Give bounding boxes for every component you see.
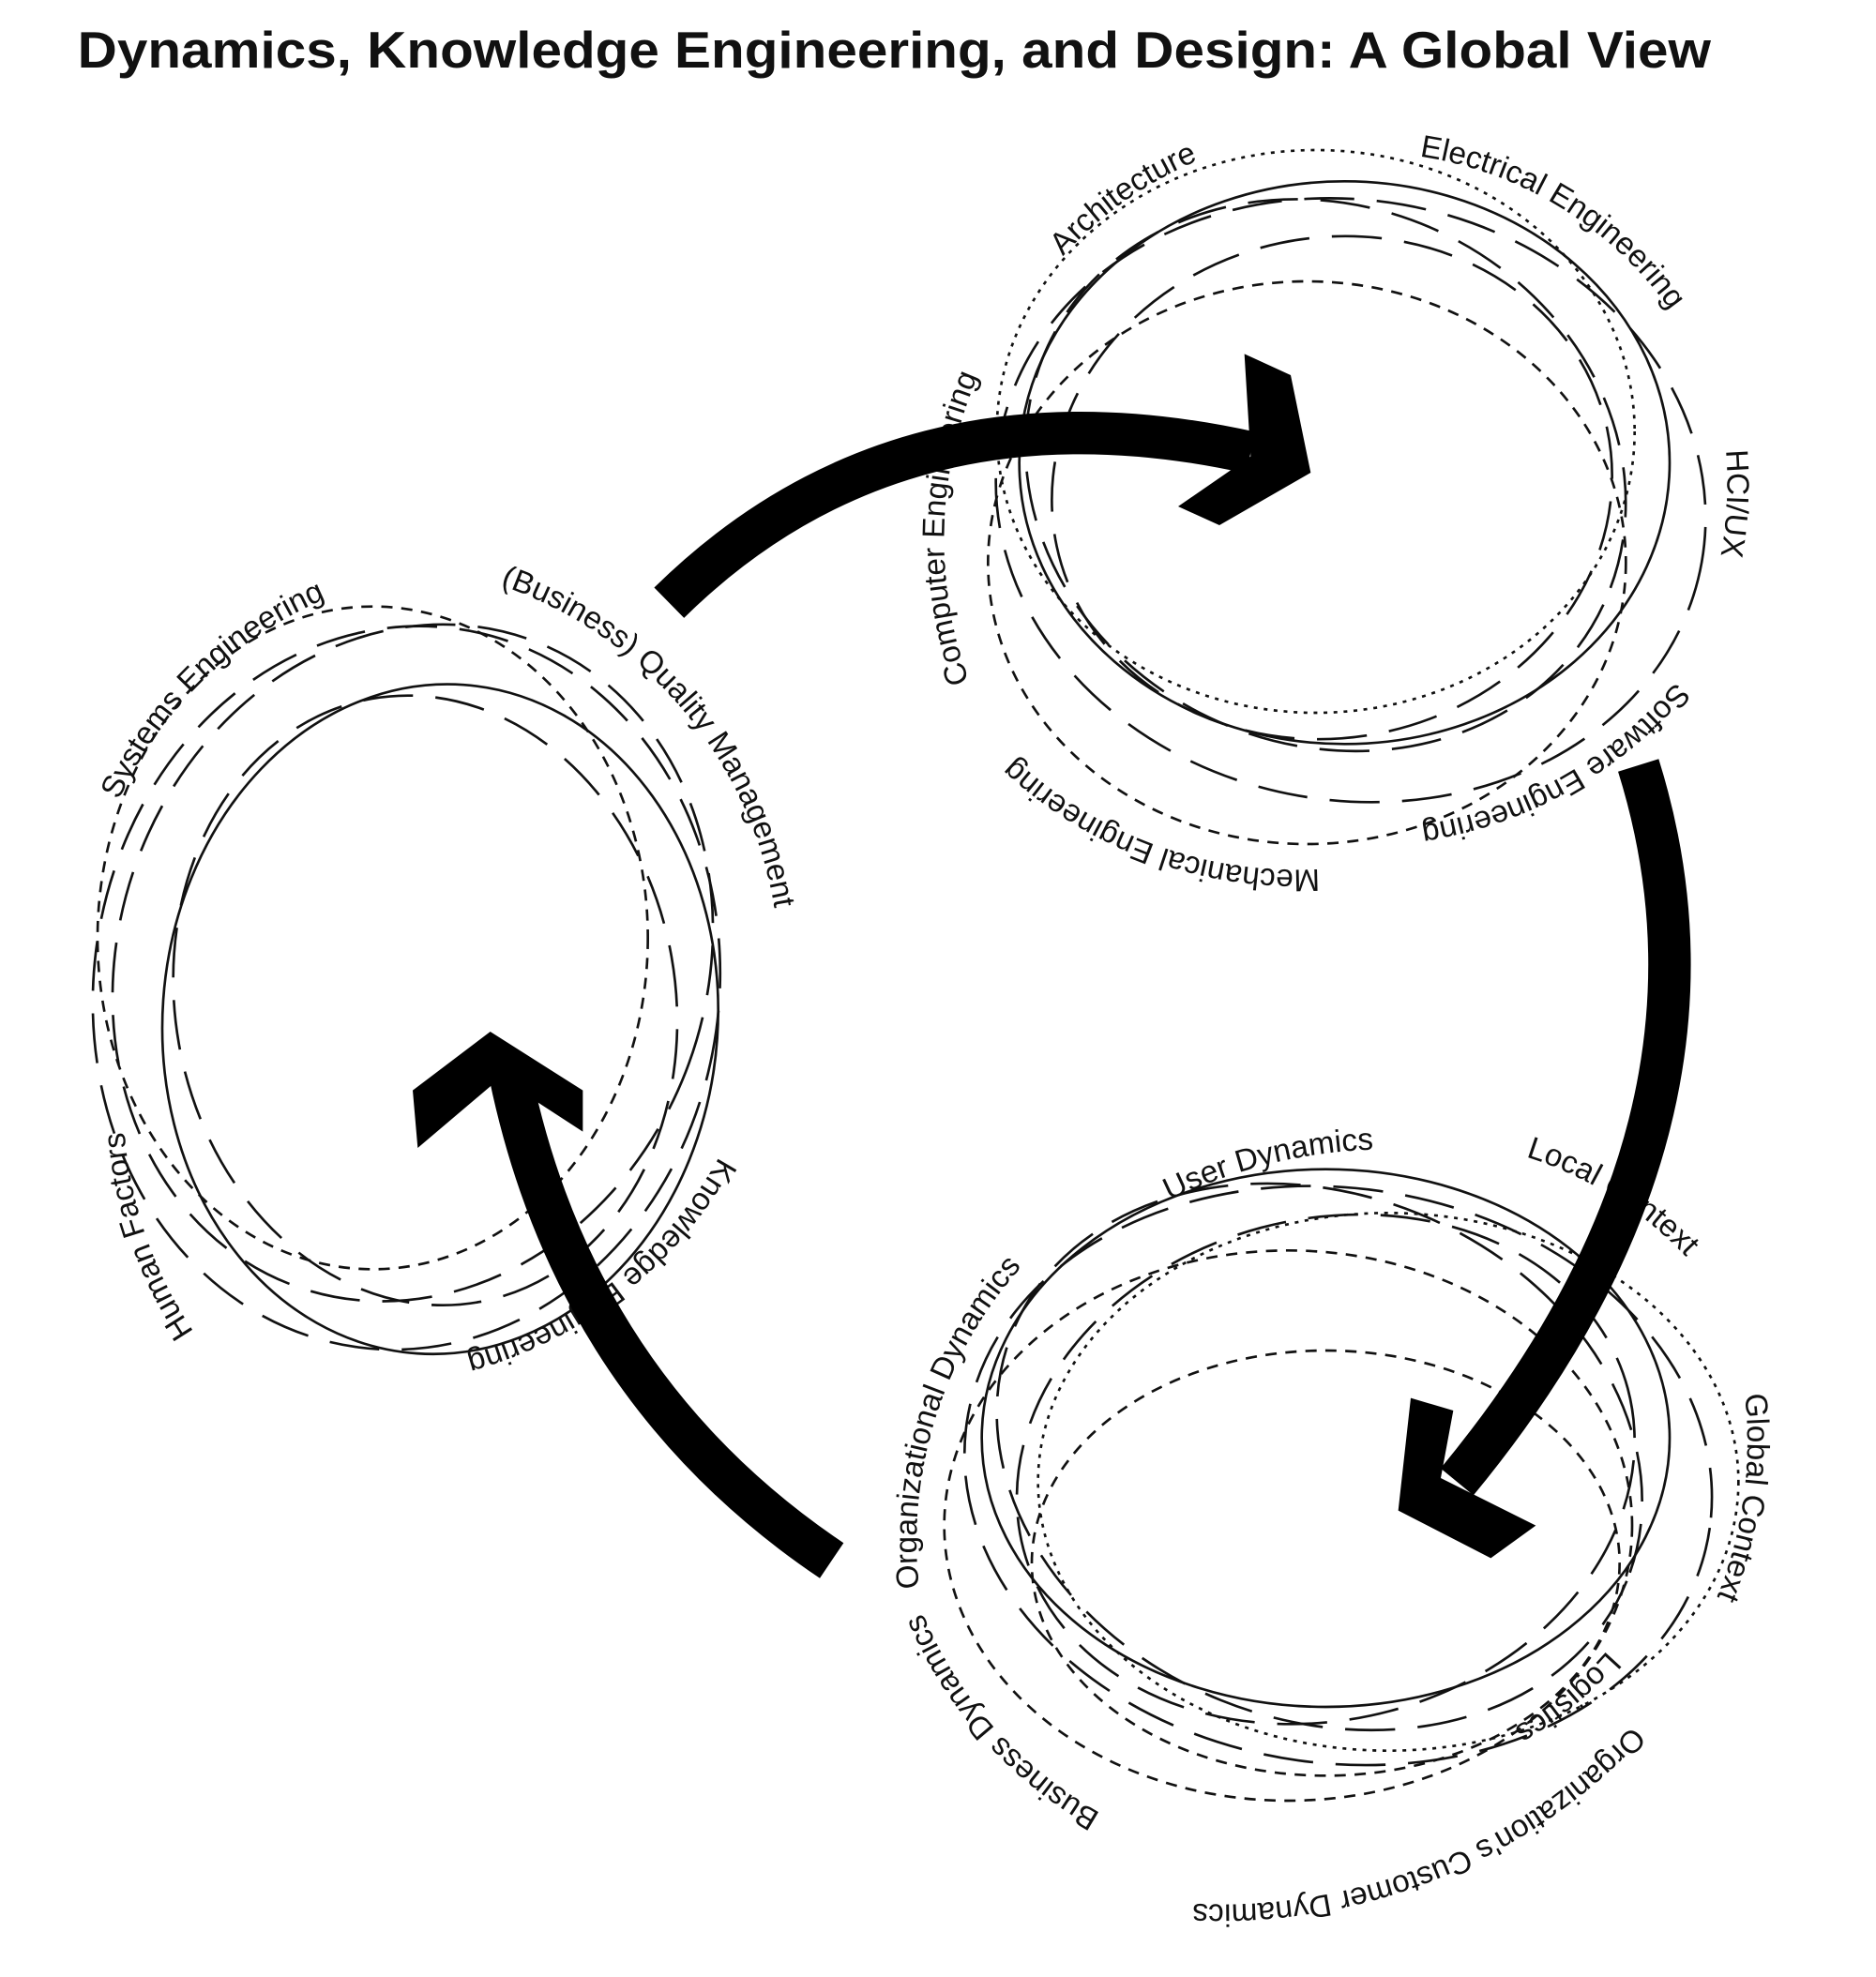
svg-text:Systems Engineering: Systems Engineering xyxy=(94,574,328,804)
svg-text:Business Dynamics: Business Dynamics xyxy=(898,1610,1105,1837)
ring-short-dash xyxy=(1030,1349,1621,1777)
arrow-shaft xyxy=(654,412,1256,618)
label-electrical-engineering: Electrical Engineering xyxy=(1418,129,1692,315)
label-systems-engineering: Systems Engineering xyxy=(94,574,328,804)
svg-text:Human Factors: Human Factors xyxy=(98,1131,201,1346)
svg-text:HCI/UX: HCI/UX xyxy=(1714,448,1755,560)
ring-solid xyxy=(160,683,719,1356)
arrow-shaft xyxy=(489,1071,844,1578)
label-human-factors: Human Factors xyxy=(98,1131,201,1346)
label-business-dynamics: Business Dynamics xyxy=(898,1610,1105,1837)
ring-long-dash xyxy=(995,1182,1643,1732)
svg-text:Computer Engineering: Computer Engineering xyxy=(916,366,985,690)
label-architecture: Architecture xyxy=(1043,136,1201,262)
arrowhead-icon xyxy=(413,1032,583,1148)
arrow-design-to-dynamics xyxy=(1398,759,1691,1559)
label-computer-engineering: Computer Engineering xyxy=(916,366,985,690)
arrow-dynamics-to-knowledge xyxy=(413,1032,844,1578)
arrowhead-icon xyxy=(1178,354,1311,525)
ring-long-dash xyxy=(1015,1213,1636,1726)
ring-short-dash xyxy=(943,1249,1634,1803)
diagram-title: Dynamics, Knowledge Engineering, and Des… xyxy=(78,22,1712,79)
ring-long-dash xyxy=(111,623,715,1303)
label-mechanical-engineering: Mechanical Engineering xyxy=(996,752,1321,897)
ring-solid xyxy=(980,1168,1672,1709)
ring-long-dash xyxy=(91,625,722,1351)
label-quality-management: (Business) Quality Management xyxy=(498,560,802,911)
label-global-context: Global Context xyxy=(1710,1392,1775,1607)
knowledge-cluster: Systems Engineering (Business) Quality M… xyxy=(91,560,802,1381)
ring-long-dash xyxy=(172,694,679,1307)
arrow-knowledge-to-design xyxy=(654,354,1311,618)
ring-short-dash xyxy=(96,605,649,1271)
label-hci-ux: HCI/UX xyxy=(1714,448,1755,560)
arrowhead-icon xyxy=(1398,1397,1536,1559)
svg-text:Mechanical Engineering: Mechanical Engineering xyxy=(996,752,1321,897)
arrow-shaft xyxy=(1440,759,1691,1496)
svg-text:Architecture: Architecture xyxy=(1043,136,1201,262)
ring-long-dash xyxy=(1024,198,1627,753)
ring-solid xyxy=(1018,180,1672,746)
label-organizations-customer-dynamics: Organization's Customer Dynamics xyxy=(1192,1720,1652,1931)
svg-text:Global Context: Global Context xyxy=(1710,1392,1775,1607)
svg-text:User Dynamics: User Dynamics xyxy=(1157,1123,1373,1207)
svg-text:Organization's Customer Dynami: Organization's Customer Dynamics xyxy=(1192,1720,1652,1931)
ring-long-dash xyxy=(1051,234,1613,741)
ring-long-dash xyxy=(962,1185,1714,1767)
ring-dotted xyxy=(1036,1212,1740,1752)
label-user-dynamics: User Dynamics xyxy=(1157,1123,1373,1207)
svg-text:(Business) Quality Management: (Business) Quality Management xyxy=(498,560,802,911)
ring-short-dash xyxy=(987,279,1627,846)
svg-text:Electrical Engineering: Electrical Engineering xyxy=(1418,129,1692,315)
